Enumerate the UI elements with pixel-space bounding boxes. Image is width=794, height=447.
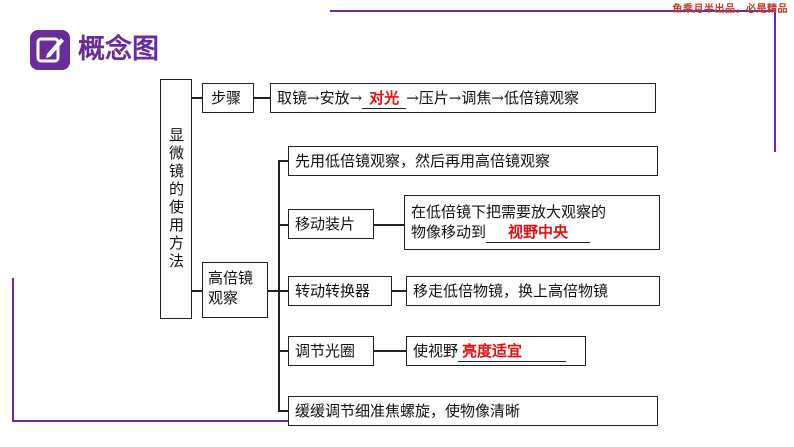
connector: [278, 224, 288, 226]
arrow-right-icon: →: [406, 89, 419, 107]
step-item: 取镜: [277, 89, 308, 107]
page-title: 概念图: [78, 34, 159, 65]
move-slide-label: 移动装片: [295, 215, 356, 233]
pencil-check-icon: [30, 30, 70, 70]
root-label: 显微镜的使用方法: [167, 127, 185, 271]
rotate-nosepiece-node: 转动转换器: [288, 276, 392, 306]
brand-tagline: 鱼乘月半出品，必是精品: [672, 4, 788, 15]
fine-focus-text: 缓缓调节细准焦螺旋，使物像清晰: [295, 402, 521, 420]
step-answer: 对光: [369, 89, 400, 107]
high-power-label-line2: 观察: [208, 289, 239, 307]
move-slide-node: 移动装片: [288, 209, 374, 239]
rotate-nosepiece-desc: 移走低倍物镜，换上高倍物镜: [413, 282, 609, 300]
high-power-label-line1: 高倍镜: [208, 269, 254, 287]
frame-bottom-line: [12, 420, 442, 422]
aperture-answer: 亮度适宜: [462, 342, 523, 360]
connector: [392, 290, 406, 292]
steps-sequence-box: 取镜→安放→对光→压片→调焦→低倍镜观察: [270, 83, 656, 113]
connector: [374, 224, 404, 226]
connector: [254, 97, 270, 99]
connector-trunk: [278, 160, 280, 410]
move-slide-answer: 视野中央: [508, 223, 569, 241]
arrow-right-icon: →: [491, 89, 504, 107]
step-item: 低倍镜观察: [503, 89, 579, 107]
first-low-then-high-text: 先用低倍镜观察，然后再用高倍镜观察: [295, 152, 551, 170]
connector: [278, 410, 288, 412]
move-slide-desc-line1: 在低倍镜下把需要放大观察的: [411, 203, 607, 221]
rotate-nosepiece-label: 转动转换器: [295, 282, 371, 300]
arrow-right-icon: →: [349, 89, 363, 107]
connector: [192, 97, 202, 99]
step-item: 压片: [418, 89, 449, 107]
connector: [278, 290, 288, 292]
frame-top-line: [330, 10, 776, 12]
steps-node: 步骤: [202, 83, 254, 113]
move-slide-desc-prefix: 物像移动到: [411, 223, 487, 241]
frame-right-line: [774, 10, 776, 152]
steps-label: 步骤: [211, 89, 242, 107]
connector: [192, 290, 202, 292]
rotate-nosepiece-desc-box: 移走低倍物镜，换上高倍物镜: [406, 276, 660, 306]
connector: [278, 160, 288, 162]
aperture-node: 调节光圈: [288, 336, 374, 366]
aperture-desc-box: 使视野亮度适宜: [406, 336, 586, 366]
first-low-then-high-box: 先用低倍镜观察，然后再用高倍镜观察: [288, 146, 658, 176]
step-item: 调焦: [461, 89, 492, 107]
high-power-node: 高倍镜 观察: [202, 262, 268, 318]
connector: [268, 290, 279, 292]
root-node: 显微镜的使用方法: [160, 79, 192, 319]
step-item: 安放: [319, 89, 350, 107]
fine-focus-box: 缓缓调节细准焦螺旋，使物像清晰: [288, 396, 658, 426]
aperture-desc-prefix: 使视野: [413, 342, 459, 360]
connector: [278, 350, 288, 352]
move-slide-desc-box: 在低倍镜下把需要放大观察的 物像移动到 视野中央: [404, 195, 660, 250]
arrow-right-icon: →: [448, 89, 462, 107]
connector: [374, 350, 406, 352]
arrow-right-icon: →: [307, 89, 320, 107]
aperture-label: 调节光圈: [295, 342, 356, 360]
frame-left-line: [12, 278, 14, 422]
